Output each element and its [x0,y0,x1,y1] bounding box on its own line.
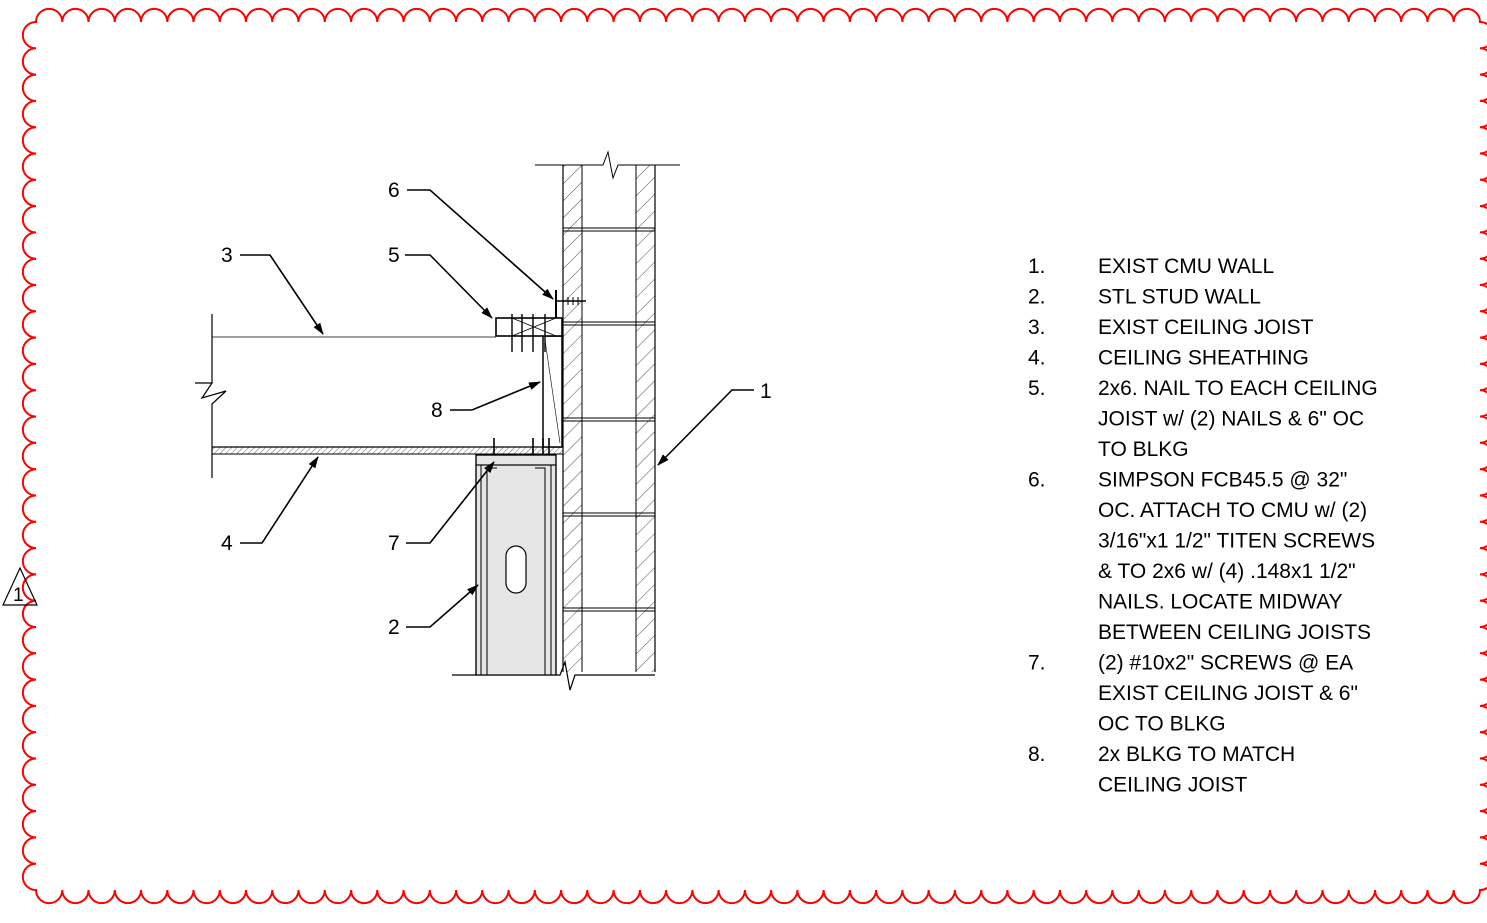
note-text: OC. ATTACH TO CMU w/ (2) [1098,499,1367,522]
nailer-2x6 [495,314,563,352]
note-text: EXIST CMU WALL [1098,255,1274,278]
ceiling-sheathing [211,446,564,455]
note-number: 5. [1028,377,1046,400]
note-text: OC TO BLKG [1098,713,1226,736]
callout-5: 5 [388,244,400,267]
note-text: TO BLKG [1098,438,1189,461]
callout-4: 4 [221,532,233,555]
note-text: CEILING JOIST [1098,774,1248,797]
revision-number: 1 [13,585,24,606]
note-text: 2x6. NAIL TO EACH CEILING [1098,377,1378,400]
leaders [240,189,754,628]
note-text: 3/16"x1 1/2" TITEN SCREWS [1098,530,1375,553]
blocking [542,335,563,448]
callout-1: 1 [760,380,772,403]
note-text: (2) #10x2" SCREWS @ EA [1098,652,1353,675]
note-number: 2. [1028,286,1046,309]
note-text: JOIST w/ (2) NAILS & 6" OC [1098,408,1364,431]
note-text: EXIST CEILING JOIST & 6" [1098,682,1358,705]
callout-7: 7 [388,532,400,555]
callout-2: 2 [388,616,400,639]
callout-8: 8 [431,399,443,422]
note-text: EXIST CEILING JOIST [1098,316,1314,339]
cmu-wall [452,150,680,691]
note-number: 7. [1028,652,1046,675]
simpson-clip [555,290,586,318]
notes-list: 1. EXIST CMU WALL 2. STL STUD WALL 3. EXIST C… [1028,255,1378,797]
note-number: 3. [1028,316,1046,339]
note-text: NAILS. LOCATE MIDWAY [1098,591,1343,614]
note-text: CEILING SHEATHING [1098,347,1309,370]
note-text: STL STUD WALL [1098,286,1261,309]
note-number: 1. [1028,255,1046,278]
callout-6: 6 [388,179,400,202]
note-text: BETWEEN CEILING JOISTS [1098,621,1371,644]
note-number: 6. [1028,469,1046,492]
revision-cloud [21,7,1487,905]
note-text: SIMPSON FCB45.5 @ 32" [1098,469,1347,492]
note-number: 4. [1028,347,1046,370]
note-text: 2x BLKG TO MATCH [1098,743,1295,766]
note-number: 8. [1028,743,1046,766]
revision-delta: 1 [2,566,38,606]
note-text: & TO 2x6 w/ (4) .148x1 1/2" [1098,560,1356,583]
steel-stud-wall [475,454,557,676]
callout-3: 3 [221,244,233,267]
